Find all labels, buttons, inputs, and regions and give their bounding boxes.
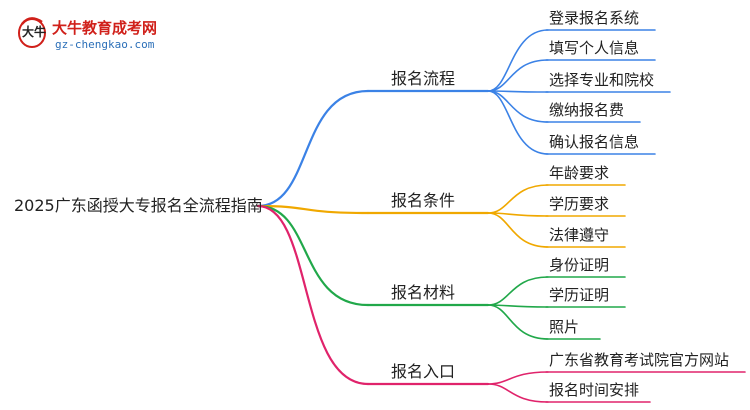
leaf-connector (487, 371, 549, 385)
leaf-label: 选择专业和院校 (549, 71, 655, 89)
leaf-connector (487, 29, 549, 92)
leaf-label: 确认报名信息 (549, 133, 640, 151)
leaf-connector (487, 90, 549, 93)
leaf-label: 登录报名系统 (549, 9, 640, 27)
leaf-label: 学历证明 (549, 286, 610, 304)
leaf-connector (487, 276, 549, 306)
root-topic: 2025广东函授大专报名全流程指南 (14, 196, 263, 215)
logo-icon (18, 17, 46, 48)
branch-connector-flow (256, 89, 370, 208)
leaf-label: 报名时间安排 (549, 381, 640, 399)
leaf-label: 身份证明 (549, 256, 610, 274)
leaf-label: 学历要求 (549, 195, 610, 213)
branch-connector-materials (256, 204, 370, 307)
leaf-label: 缴纳报名费 (549, 101, 625, 119)
leaf-connector (487, 383, 549, 403)
leaf-label: 填写个人信息 (549, 39, 640, 57)
branch-label-materials: 报名材料 (391, 283, 456, 302)
leaf-connector (487, 212, 549, 248)
branch-label-entry: 报名入口 (391, 362, 456, 381)
leaf-label: 年龄要求 (549, 164, 610, 182)
logo-url: gz-chengkao.com (55, 38, 155, 51)
leaf-connector (487, 184, 549, 214)
branch-label-flow: 报名流程 (391, 69, 456, 88)
leaf-connector (487, 304, 549, 340)
logo-title: 大牛教育成考网 (52, 19, 158, 37)
leaf-connector (487, 90, 549, 155)
leaf-connector (487, 90, 549, 123)
branch-connector-entry (256, 204, 370, 386)
leaf-label: 法律遵守 (549, 226, 610, 244)
leaf-label: 照片 (549, 318, 580, 336)
leaf-label: 广东省教育考试院官方网站 (549, 351, 730, 369)
branch-connector-conditions (256, 204, 370, 215)
branch-label-conditions: 报名条件 (391, 191, 456, 210)
logo-mark-text: 大牛 (22, 25, 47, 39)
leaf-connector (487, 59, 549, 92)
